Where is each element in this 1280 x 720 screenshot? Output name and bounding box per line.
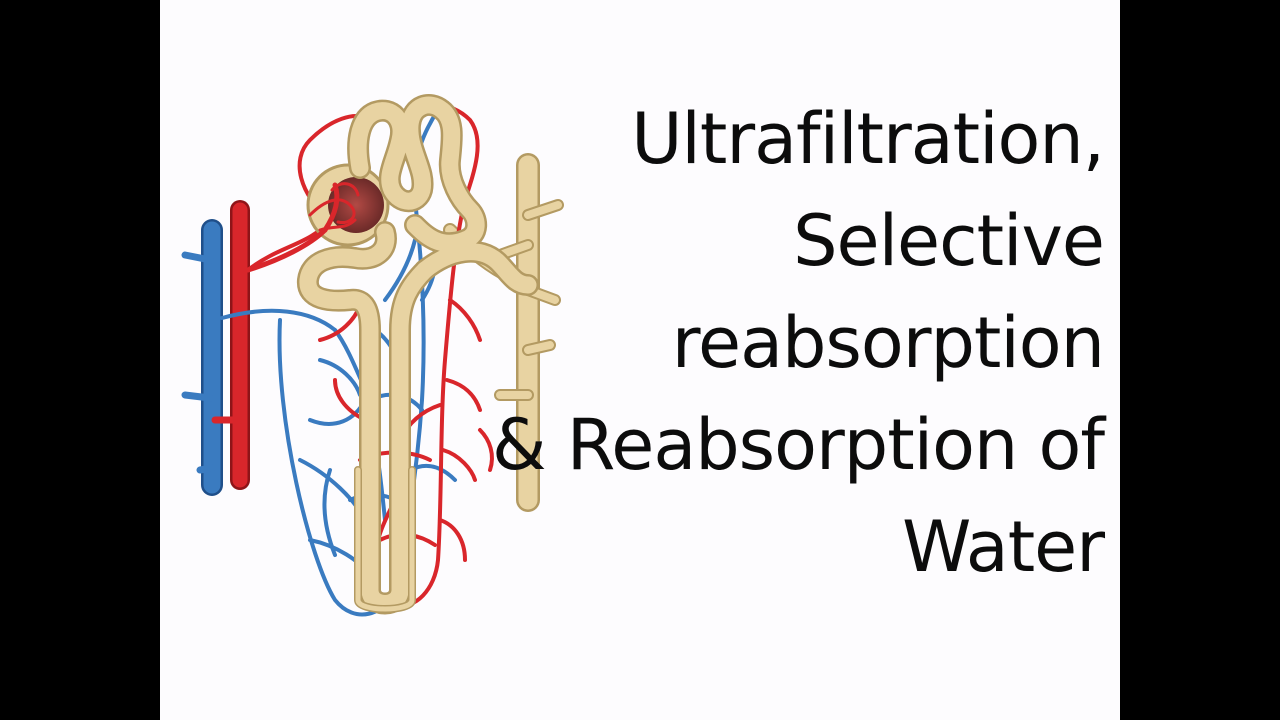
renal-vein (181, 219, 223, 496)
nephron-tubule (297, 94, 539, 615)
letterbox-right (1120, 0, 1280, 720)
renal-artery (211, 200, 250, 490)
title-line: Ultrafiltration, (631, 98, 1105, 180)
title-line: Water (902, 506, 1105, 588)
title-line: & Reabsorption of (491, 404, 1105, 486)
nephron-illustration (181, 94, 564, 617)
title-line: reabsorption (671, 302, 1105, 384)
afferent-arteriole (245, 182, 340, 273)
letterbox-left (0, 0, 160, 720)
title-line: Selective (793, 200, 1105, 282)
slide: Ultrafiltration, Selective reabsorption … (160, 0, 1120, 720)
slide-title: Ultrafiltration, Selective reabsorption … (491, 88, 1105, 598)
